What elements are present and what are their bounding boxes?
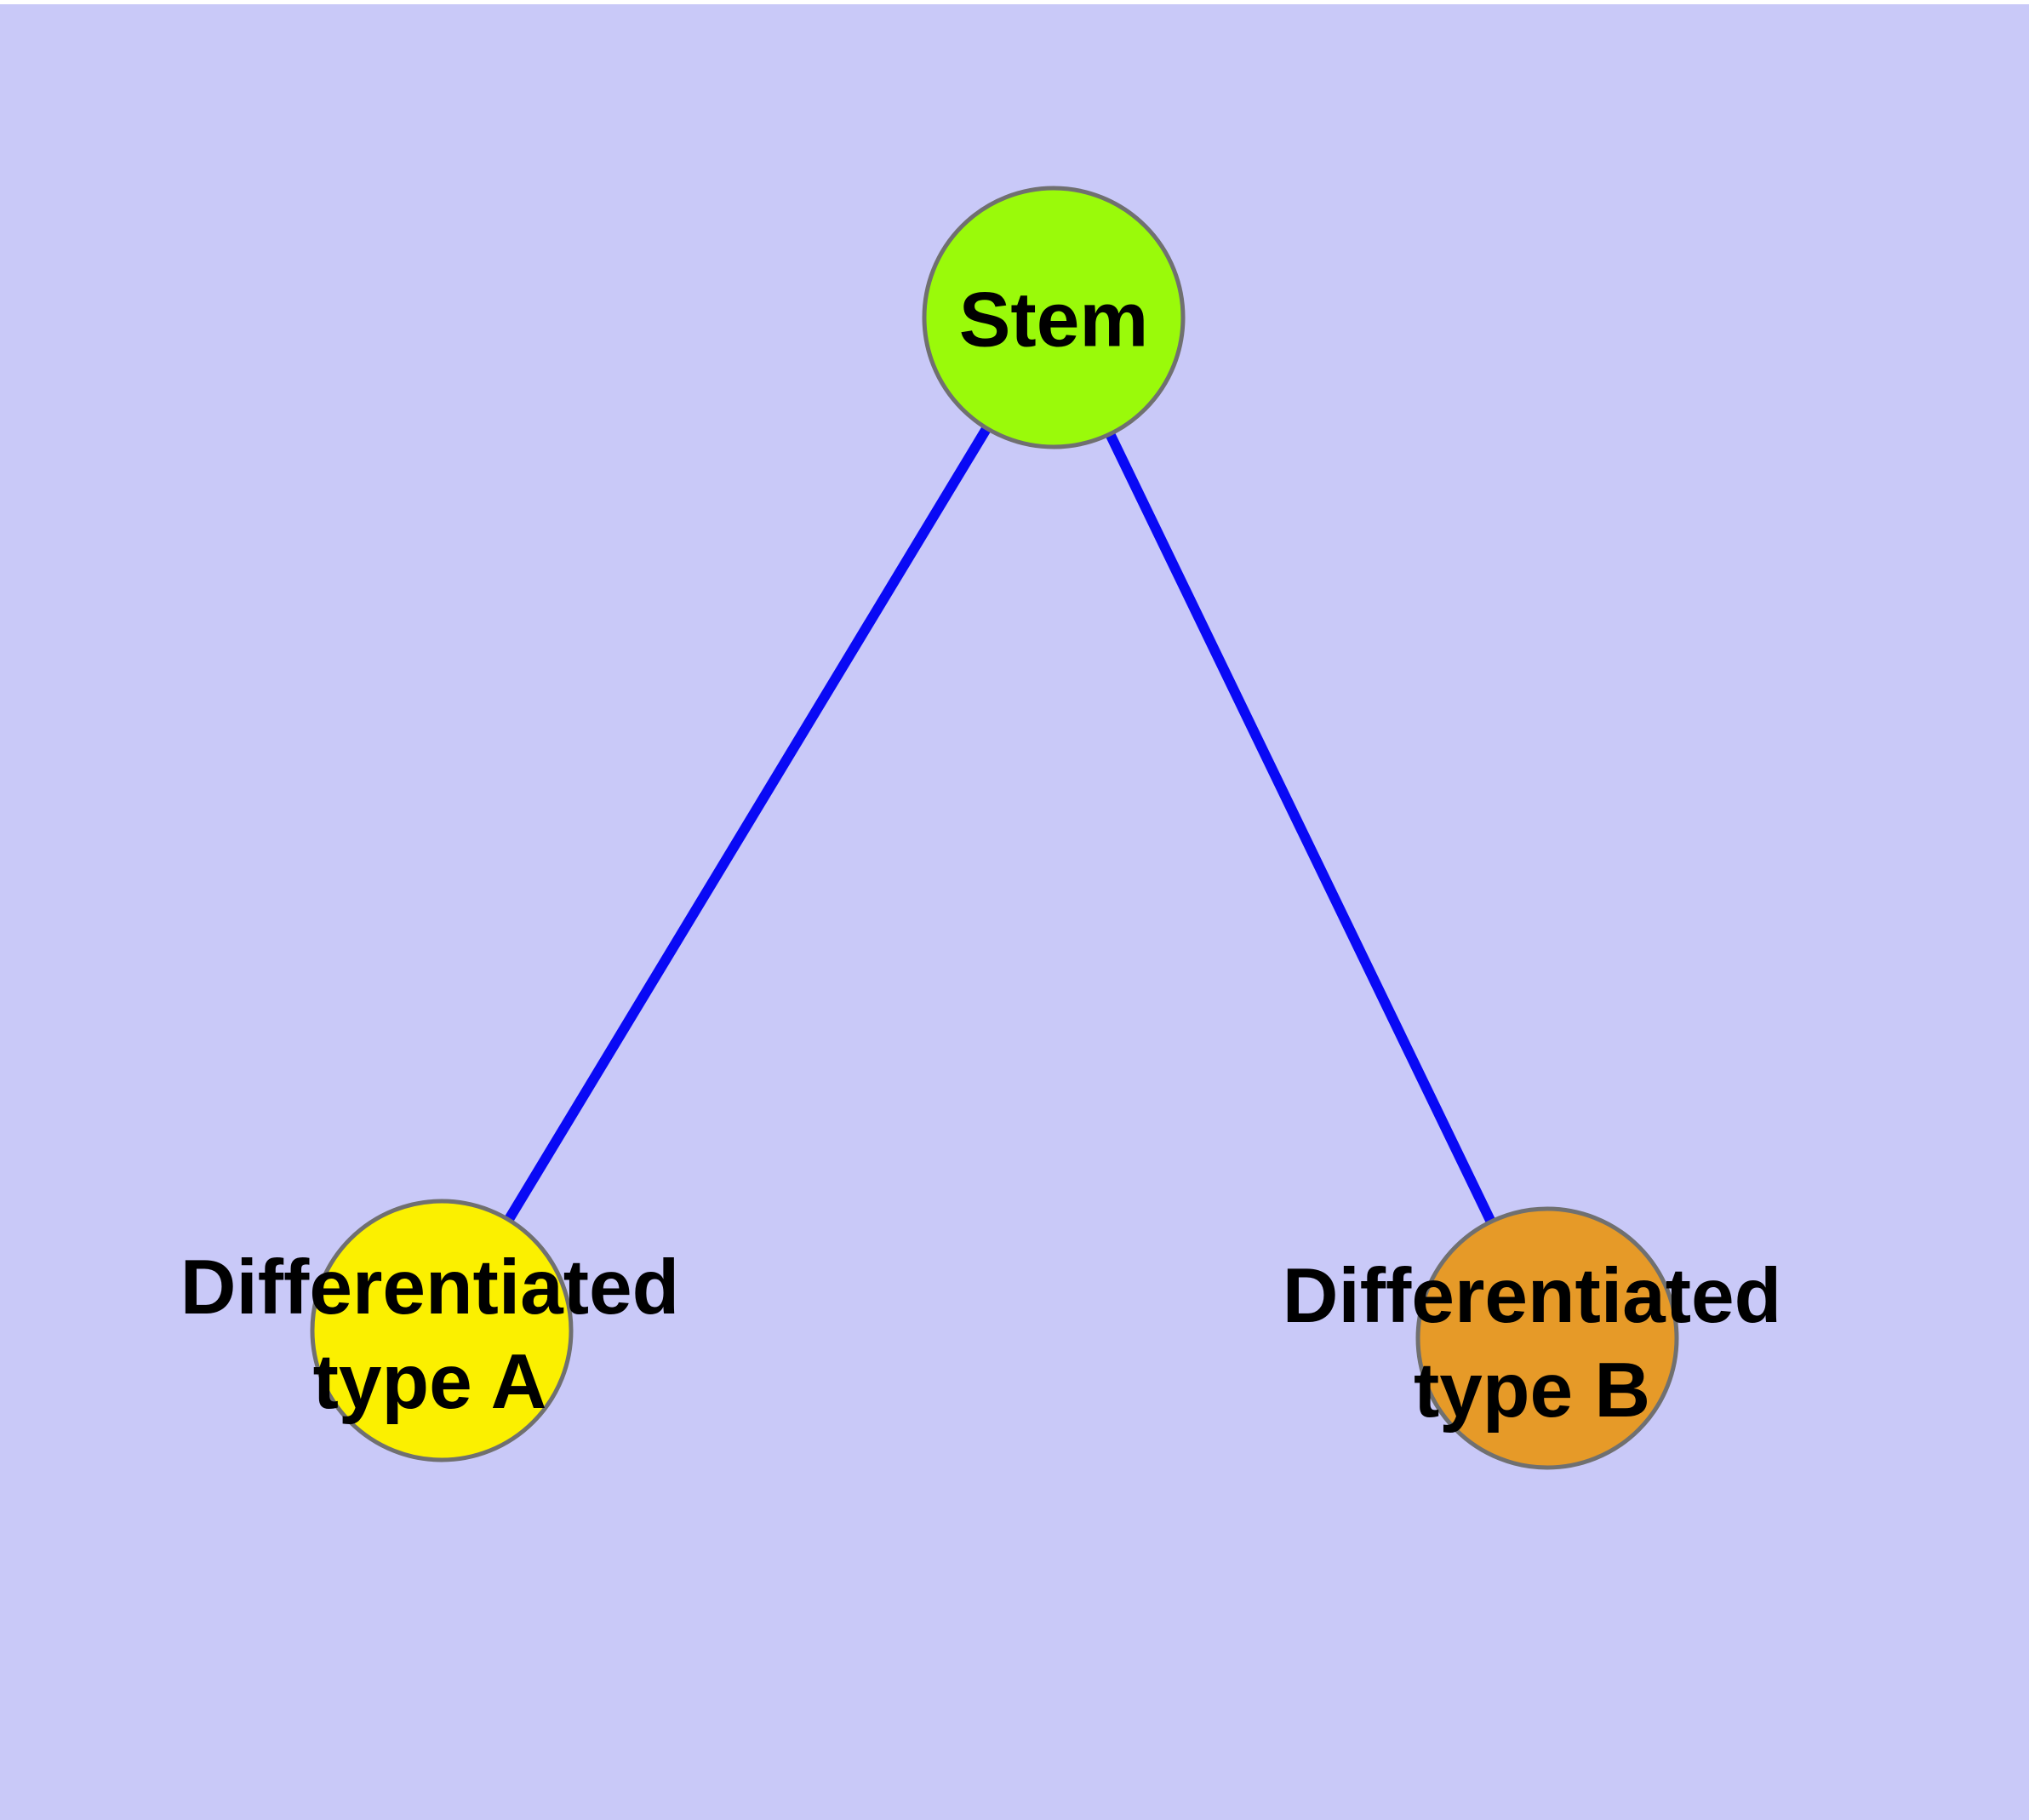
- differentiated-type-a-node-label: Differentiated type A: [180, 1245, 680, 1425]
- differentiated-type-b-node-label: Differentiated type B: [1282, 1253, 1782, 1434]
- stem-node: [922, 186, 1186, 449]
- differentiated-type-b-node: [1415, 1206, 1679, 1470]
- edge-stem-to-type-b: [1049, 315, 1552, 1341]
- differentiated-type-a-node: [310, 1199, 574, 1462]
- edge-stem-to-type-a: [437, 314, 1059, 1334]
- stem-node-label: Stem: [958, 277, 1149, 363]
